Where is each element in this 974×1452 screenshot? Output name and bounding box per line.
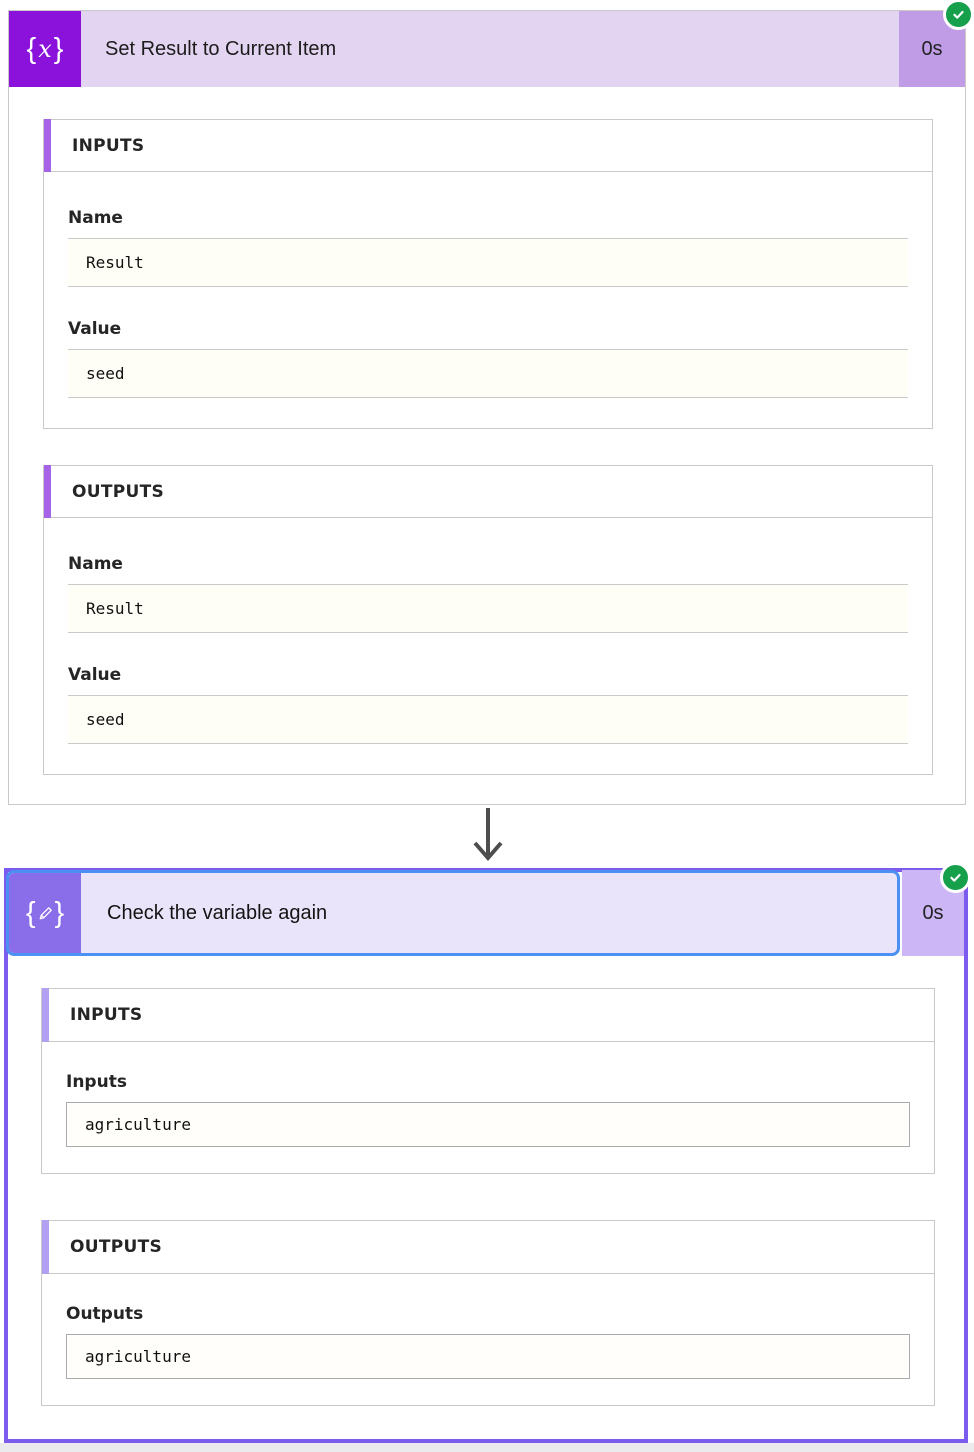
field-label: Outputs: [66, 1304, 144, 1324]
field-value: Result: [68, 584, 908, 633]
field-value: seed: [68, 349, 908, 398]
inputs-section: INPUTS Name Result Value seed: [43, 119, 933, 429]
check-icon: [953, 10, 964, 19]
set-variable-icon: { x }: [9, 11, 81, 87]
field-label: Value: [68, 665, 122, 685]
compose-icon: { }: [9, 873, 81, 953]
field-value: seed: [68, 695, 908, 744]
field-name: Name Result: [68, 208, 908, 287]
action-title: Check the variable again: [107, 901, 328, 924]
action-header[interactable]: { x } Set Result to Current Item 0s: [9, 11, 965, 87]
brace-right: }: [53, 32, 64, 65]
variable-x-glyph: x: [38, 35, 52, 63]
field-value: agriculture: [66, 1102, 910, 1147]
brace-left: {: [26, 32, 37, 65]
outputs-section: OUTPUTS Outputs agriculture: [41, 1220, 935, 1406]
inputs-section-heading: INPUTS: [43, 119, 933, 172]
action-header: { } Check the variable again 0s: [6, 870, 964, 956]
brace-right: }: [54, 896, 65, 929]
action-card-set-result: { x } Set Result to Current Item 0s INPU…: [8, 0, 974, 805]
field-label: Name: [68, 208, 123, 228]
selected-action-header[interactable]: { } Check the variable again: [6, 870, 900, 956]
brace-left: {: [25, 896, 36, 929]
field-inputs: Inputs agriculture: [66, 1072, 910, 1147]
field-label: Name: [68, 554, 123, 574]
inputs-section-heading: INPUTS: [41, 988, 935, 1042]
field-value-row: Value seed: [68, 665, 908, 744]
field-value: Result: [68, 238, 908, 287]
outputs-section-heading: OUTPUTS: [43, 465, 933, 518]
action-card-check-variable: { } Check the variable again 0s INPUTS I…: [4, 862, 971, 1443]
field-value: agriculture: [66, 1334, 910, 1379]
outputs-section-heading: OUTPUTS: [41, 1220, 935, 1274]
field-value-row: Value seed: [68, 319, 908, 398]
pencil-icon: [36, 904, 55, 923]
action-title: Set Result to Current Item: [81, 11, 899, 87]
check-icon: [950, 873, 961, 882]
connector-arrow-icon: [473, 808, 503, 862]
inputs-section-body: Name Result Value seed: [43, 172, 933, 429]
field-name: Name Result: [68, 554, 908, 633]
outputs-section-body: Outputs agriculture: [41, 1274, 935, 1406]
field-label: Value: [68, 319, 122, 339]
success-check-icon: [943, 0, 974, 30]
success-check-icon: [940, 862, 971, 893]
outputs-section-body: Name Result Value seed: [43, 518, 933, 775]
inputs-section-body: Inputs agriculture: [41, 1042, 935, 1174]
inputs-section: INPUTS Inputs agriculture: [41, 988, 935, 1174]
page-background-strip: [0, 1443, 974, 1452]
outputs-section: OUTPUTS Name Result Value seed: [43, 465, 933, 775]
field-outputs: Outputs agriculture: [66, 1304, 910, 1379]
field-label: Inputs: [66, 1072, 127, 1092]
